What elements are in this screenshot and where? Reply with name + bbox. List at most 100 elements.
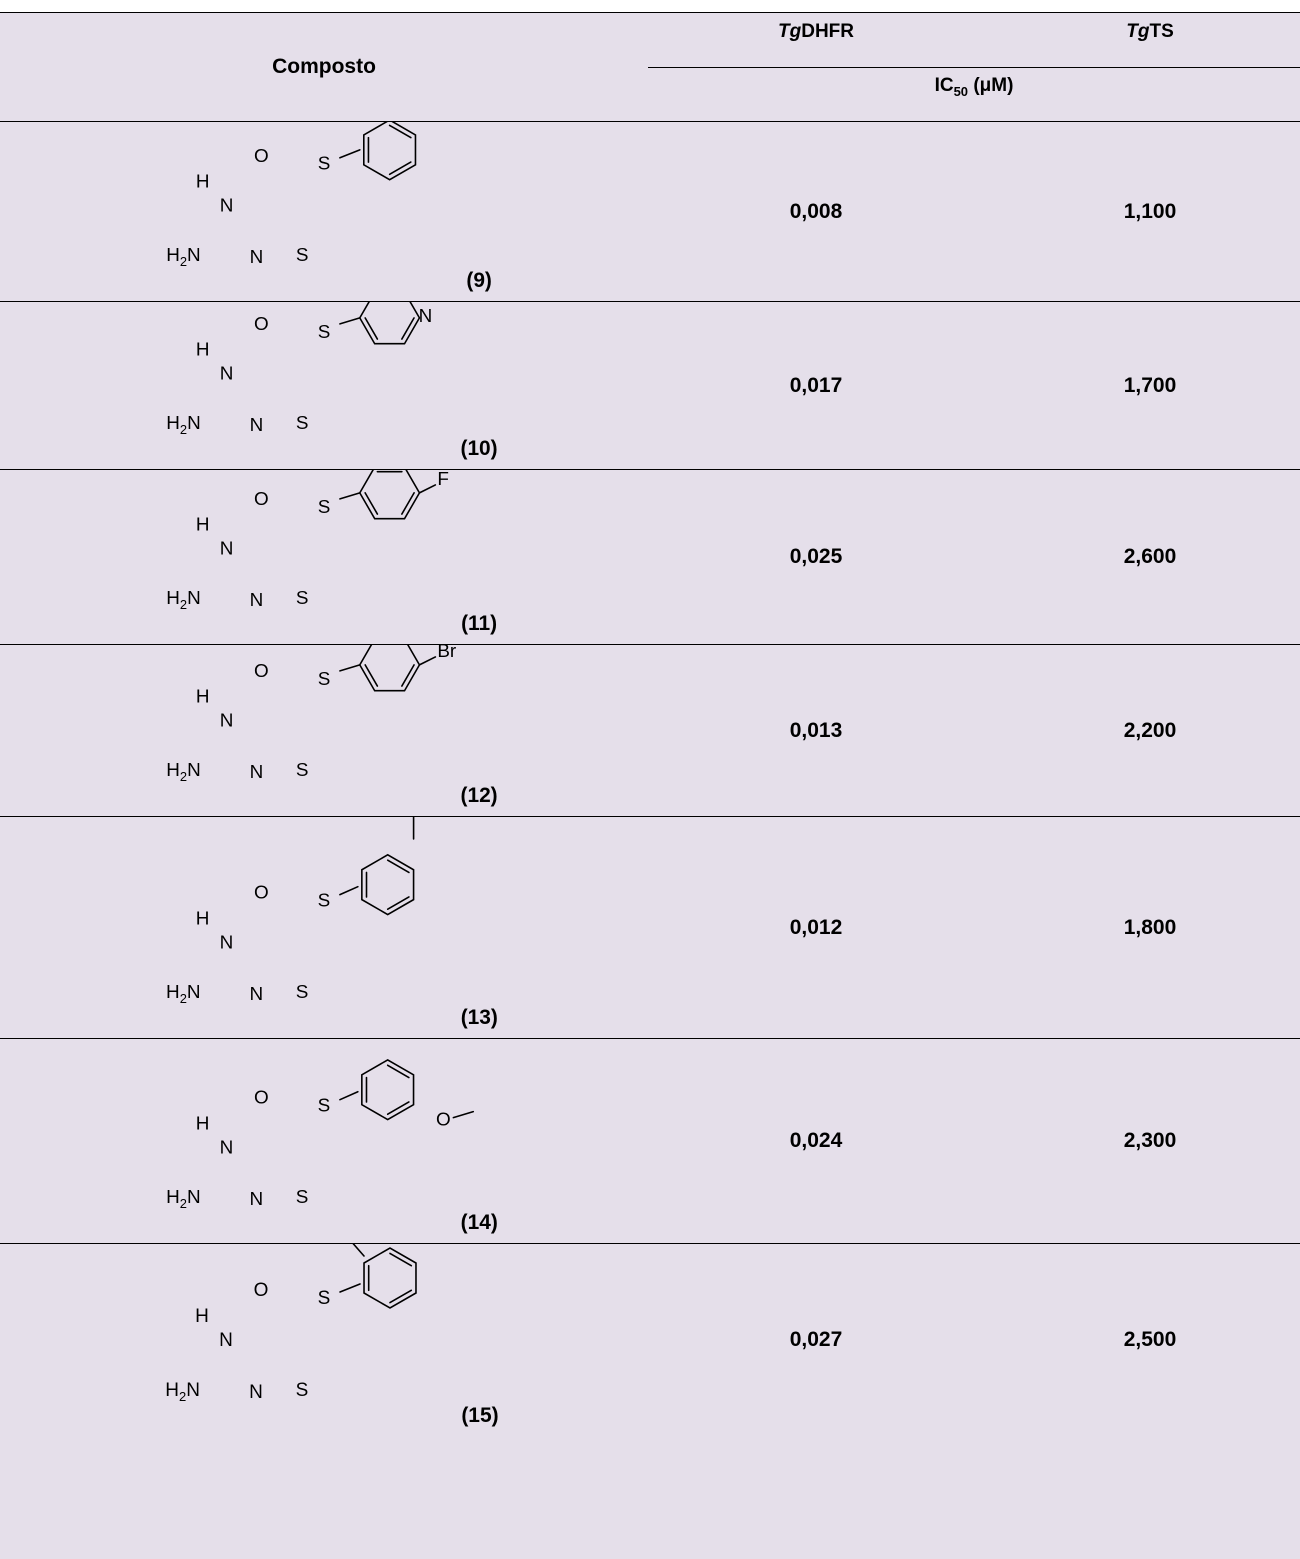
data-table: Composto TgDHFR TgTS IC50 (μM) xyxy=(0,12,1300,1559)
header-tgts-rest: TS xyxy=(1149,21,1174,42)
atom-sulfur-thioether: S xyxy=(318,322,331,343)
phenyl-ring xyxy=(358,470,421,520)
atom-oxygen: O xyxy=(254,661,269,682)
atom-sulfur-thioether: S xyxy=(318,1096,331,1117)
compound-structure: OHNNSH2NSCl(13) xyxy=(0,817,648,1038)
atom-hydrogen: H xyxy=(196,340,210,361)
compound-number: (12) xyxy=(461,784,498,807)
atom-oxygen: O xyxy=(254,489,269,510)
compound-number: (11) xyxy=(461,612,497,635)
substituent: OO xyxy=(339,1058,475,1131)
atom-nitrogen-n3: N xyxy=(220,1137,234,1158)
atom-sulfur-thioether: S xyxy=(318,891,331,912)
header-compound: Composto xyxy=(272,55,376,78)
substituent: N xyxy=(339,302,433,345)
compound-number: (15) xyxy=(461,1404,498,1427)
amino-h: H xyxy=(166,982,180,1003)
amino-n: N xyxy=(187,1187,201,1208)
atom-nitrogen-n1: N xyxy=(249,1382,263,1403)
ic50-tgts-value: 1,800 xyxy=(1123,915,1177,939)
ic50-sub: 50 xyxy=(953,83,969,99)
atom-sulfur-ring: S xyxy=(296,413,309,434)
substituent: F xyxy=(339,470,449,520)
atom-sulfur-thioether: S xyxy=(318,669,331,690)
compound-number: (13) xyxy=(461,1006,498,1029)
atom-nitrogen-n1: N xyxy=(250,590,264,611)
amino-sub: 2 xyxy=(180,597,187,612)
phenyl-ring-double-bond xyxy=(389,1289,413,1304)
amino-sub: 2 xyxy=(180,1196,187,1211)
ic50-tgts-value: 2,300 xyxy=(1123,1129,1177,1152)
atom-sulfur-ring: S xyxy=(296,1187,309,1208)
atom-oxygen: O xyxy=(254,1088,269,1109)
phenyl-ring-double-bond xyxy=(401,492,415,515)
amino-sub: 2 xyxy=(180,991,187,1006)
compound-number: (10) xyxy=(461,437,498,460)
atom-amino: H2N xyxy=(166,760,200,784)
structure-drawing: OHNNSH2NSCl(13) xyxy=(166,817,498,1029)
atom-nitrogen-n1: N xyxy=(250,1189,264,1210)
ic50-tgts-value: 2,500 xyxy=(1123,1328,1177,1351)
header-tgdhfr: TgDHFR xyxy=(716,21,916,43)
amino-h: H xyxy=(165,1380,179,1401)
atom-sulfur-thioether: S xyxy=(318,1288,331,1309)
atom-amino: H2N xyxy=(166,982,201,1006)
amino-n: N xyxy=(187,245,201,266)
header-tgdhfr-rest: DHFR xyxy=(801,21,854,42)
atom-nitrogen-n3: N xyxy=(220,539,234,560)
ic50-tgdhfr-value: 0,012 xyxy=(789,915,843,939)
atom-nitrogen-n3: N xyxy=(219,1330,233,1351)
phenyl-ring-double-bond xyxy=(364,664,379,687)
structure-drawing: OHNNSH2NSOO(14) xyxy=(166,1058,498,1234)
amino-h: H xyxy=(166,413,180,434)
atom-nitrogen-n3: N xyxy=(220,196,234,217)
phenyl-ring xyxy=(361,1058,415,1121)
amino-sub: 2 xyxy=(180,254,187,269)
atom-oxygen: O xyxy=(254,146,269,167)
atom-sulfur-ring: S xyxy=(296,245,309,266)
ic50-tgdhfr-value: 0,013 xyxy=(789,718,843,742)
amino-n: N xyxy=(186,1380,200,1401)
atom-hydrogen: H xyxy=(196,1114,210,1135)
compound-structure: OHNNSH2NSCl(15) xyxy=(0,1244,648,1436)
amino-sub: 2 xyxy=(179,1389,186,1404)
atom-hydrogen: H xyxy=(195,1306,209,1327)
atom-amino: H2N xyxy=(166,588,200,612)
header-divider xyxy=(648,67,1300,68)
atom-oxygen: O xyxy=(254,1280,269,1301)
atom-hydrogen: H xyxy=(196,515,210,536)
atom-oxygen-methoxy-b: O xyxy=(436,1110,451,1131)
phenyl-ring-double-bond xyxy=(364,492,379,515)
atom-sulfur-ring: S xyxy=(296,588,309,609)
atom-sulfur-thioether: S xyxy=(318,497,331,518)
ic50-tgdhfr-value: 0,008 xyxy=(789,199,843,223)
phenyl-ring-double-bond xyxy=(388,161,412,176)
pyridine-ring-double-bond xyxy=(364,317,379,340)
atom-bromine: Br xyxy=(437,645,456,662)
phenyl-ring-double-bond xyxy=(401,664,415,687)
atom-pyridine-nitrogen: N xyxy=(419,306,433,327)
atom-sulfur-ring: S xyxy=(296,982,309,1003)
atom-sulfur-thioether: S xyxy=(318,154,331,175)
amino-h: H xyxy=(166,1187,180,1208)
phenyl-ring xyxy=(363,122,417,181)
atom-nitrogen-n1: N xyxy=(249,984,263,1005)
compound-structure: OHNNSH2NSOO(14) xyxy=(0,1039,648,1243)
